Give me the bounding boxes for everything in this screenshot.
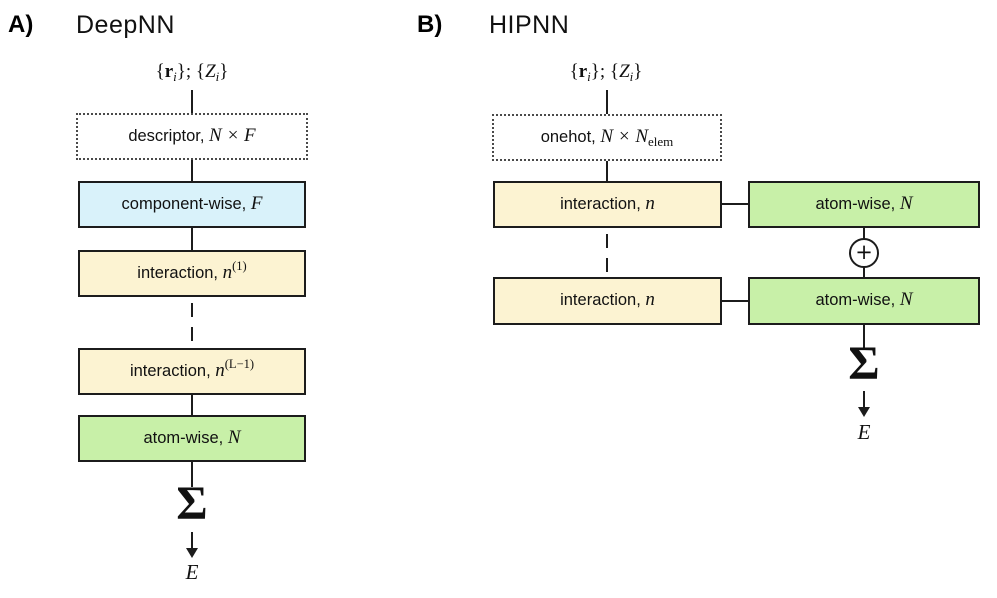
panel-a-tag: A) — [8, 11, 34, 38]
dashed-connector-segment — [191, 327, 193, 341]
descriptor-dims: N × F — [209, 125, 256, 146]
sum-symbol: Σ — [176, 477, 208, 530]
interaction-1-label: interaction, — [560, 195, 641, 213]
connector-line — [191, 90, 193, 114]
interaction-1-dims: n — [222, 262, 233, 283]
brace-open: { — [155, 61, 165, 82]
positions-symbol: r — [578, 61, 588, 82]
species-subscript: i — [629, 69, 634, 84]
component-wise-dims: F — [250, 193, 263, 214]
connector-line — [191, 227, 193, 251]
interaction-1-box: interaction, n(1) — [78, 250, 306, 297]
component-wise-label: component-wise, — [121, 195, 247, 213]
arrow-head — [858, 407, 870, 417]
interaction-2-superscript: (L−1) — [224, 357, 255, 371]
atom-wise-1-label: atom-wise, — [815, 195, 896, 213]
connector-line — [863, 227, 865, 240]
panel-a-title: DeepNN — [76, 11, 175, 39]
arrow-shaft — [191, 532, 193, 549]
onehot-box: onehot, N × Nelem — [492, 114, 722, 161]
descriptor-box: descriptor, N × F — [76, 113, 308, 160]
interaction-1-box: interaction, n — [493, 181, 722, 228]
interaction-2-box: interaction, n(L−1) — [78, 348, 306, 395]
arrow-head — [186, 548, 198, 558]
sum-symbol: Σ — [848, 337, 880, 390]
connector-line — [863, 324, 865, 348]
connector-line-horizontal — [720, 300, 750, 302]
onehot-subscript: elem — [648, 134, 674, 149]
connector-line-horizontal — [720, 203, 750, 205]
brace-open: { — [569, 61, 579, 82]
interaction-2-box: interaction, n — [493, 277, 722, 325]
atom-wise-2-box: atom-wise, N — [748, 277, 980, 325]
interaction-2-dims: n — [215, 360, 225, 381]
brace-close: } — [219, 61, 229, 82]
onehot-label: onehot, — [540, 128, 596, 146]
atom-wise-2-dims: N — [899, 289, 913, 310]
atom-wise-dims: N — [227, 427, 241, 448]
interaction-1-label: interaction, — [137, 264, 219, 282]
energy-output-label: E — [185, 560, 199, 584]
connector-line — [191, 461, 193, 487]
brace-close: } — [633, 61, 643, 82]
atom-wise-1-dims: N — [899, 193, 913, 214]
energy-output-label: E — [857, 420, 871, 444]
connector-line — [191, 160, 193, 182]
connector-line — [863, 266, 865, 279]
interaction-2-label: interaction, — [129, 362, 211, 380]
species-symbol: Z — [619, 61, 630, 82]
arrow-shaft — [863, 391, 865, 408]
positions-subscript: i — [587, 69, 591, 84]
positions-symbol: r — [164, 61, 174, 82]
atom-wise-1-box: atom-wise, N — [748, 181, 980, 228]
connector-line — [191, 394, 193, 416]
interaction-1-dims: n — [645, 193, 655, 214]
input-label: {ri}; {Zi} — [92, 60, 292, 84]
positions-subscript: i — [173, 69, 177, 84]
component-wise-box: component-wise, F — [78, 181, 306, 228]
panel-b-tag: B) — [417, 11, 443, 38]
connector-line — [606, 90, 608, 115]
plus-circle-icon: + — [849, 238, 879, 268]
species-symbol: Z — [205, 61, 216, 82]
atom-wise-2-label: atom-wise, — [815, 291, 896, 309]
onehot-dims: N × N — [600, 126, 649, 147]
input-label: {ri}; {Zi} — [506, 60, 706, 84]
interaction-1-superscript: (1) — [232, 259, 247, 273]
dashed-connector-segment — [191, 303, 193, 317]
interaction-2-label: interaction, — [560, 291, 641, 309]
atom-wise-label: atom-wise, — [143, 429, 224, 447]
brace-mid: }; { — [590, 61, 620, 82]
descriptor-label: descriptor, — [128, 127, 205, 145]
dashed-connector-segment — [606, 258, 608, 272]
dashed-connector-segment — [606, 234, 608, 248]
brace-mid: }; { — [176, 61, 206, 82]
connector-line — [606, 161, 608, 182]
species-subscript: i — [215, 69, 220, 84]
interaction-2-dims: n — [645, 289, 655, 310]
panel-b-title: HIPNN — [489, 11, 570, 39]
